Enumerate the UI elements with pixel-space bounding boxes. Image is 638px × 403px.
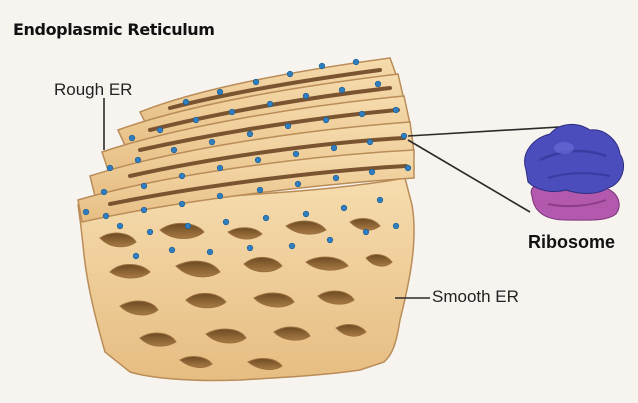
figure-title: Endoplasmic Reticulum: [13, 20, 215, 39]
smooth-er-label: Smooth ER: [432, 287, 519, 307]
rough-er-label: Rough ER: [54, 80, 132, 100]
ribosome-large-subunit: [525, 124, 624, 193]
ribosome-label: Ribosome: [528, 232, 615, 253]
callout-line-bottom: [408, 140, 530, 212]
ribosome-detail: [525, 124, 624, 220]
